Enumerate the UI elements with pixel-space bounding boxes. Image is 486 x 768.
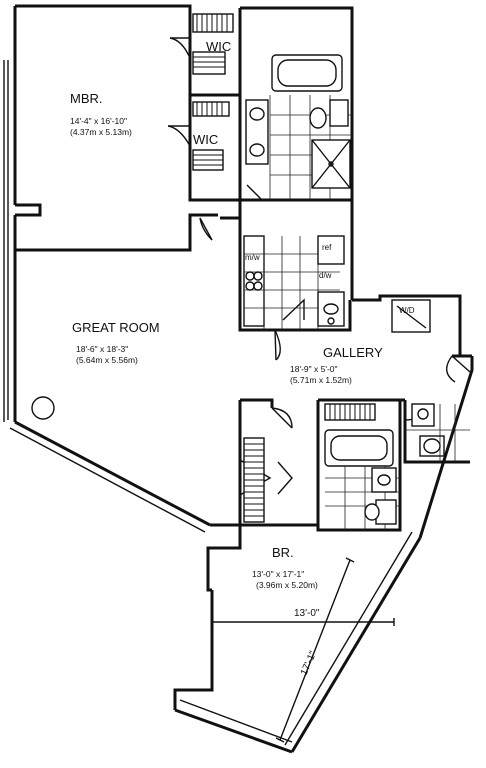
br-length-dimension: 17'-1" xyxy=(299,649,320,677)
master-bath xyxy=(245,54,352,201)
ref-label: ref xyxy=(322,243,332,252)
wic-lower-label: WIC xyxy=(193,132,218,147)
great-room-label: GREAT ROOM xyxy=(72,320,160,335)
kitchen xyxy=(243,235,345,330)
br-size-metric: (3.96m x 5.20m) xyxy=(256,580,318,590)
great-room-size-metric: (5.64m x 5.56m) xyxy=(76,355,138,365)
column-icon xyxy=(31,396,55,420)
wic-lower-shelving xyxy=(167,101,230,171)
second-bath xyxy=(324,403,470,530)
mbr-label: MBR. xyxy=(70,91,103,106)
br-closet xyxy=(243,437,265,523)
wic-upper-label: WIC xyxy=(206,39,231,54)
br-size-imperial: 13'-0" x 17'-1" xyxy=(252,569,304,579)
br-dimension-lines xyxy=(211,557,395,743)
exterior-walls xyxy=(3,4,474,754)
mbr-size-imperial: 14'-4" x 16'-10" xyxy=(70,116,127,126)
gallery-label: GALLERY xyxy=(323,345,383,360)
gallery-size-metric: (5.71m x 1.52m) xyxy=(290,375,352,385)
washer-dryer xyxy=(391,299,431,333)
wd-label: W/D xyxy=(399,306,415,315)
br-label: BR. xyxy=(272,545,294,560)
br-width-dimension: 13'-0" xyxy=(294,608,320,619)
wic-upper-shelving xyxy=(169,13,234,75)
gallery-size-imperial: 18'-9" x 5'-0" xyxy=(290,364,338,374)
mw-label: m/w xyxy=(245,253,260,262)
mbr-size-metric: (4.37m x 5.13m) xyxy=(70,127,132,137)
interior-walls xyxy=(188,8,470,532)
dw-label: d/w xyxy=(319,271,332,280)
great-room-size-imperial: 18'-6" x 18'-3" xyxy=(76,344,128,354)
